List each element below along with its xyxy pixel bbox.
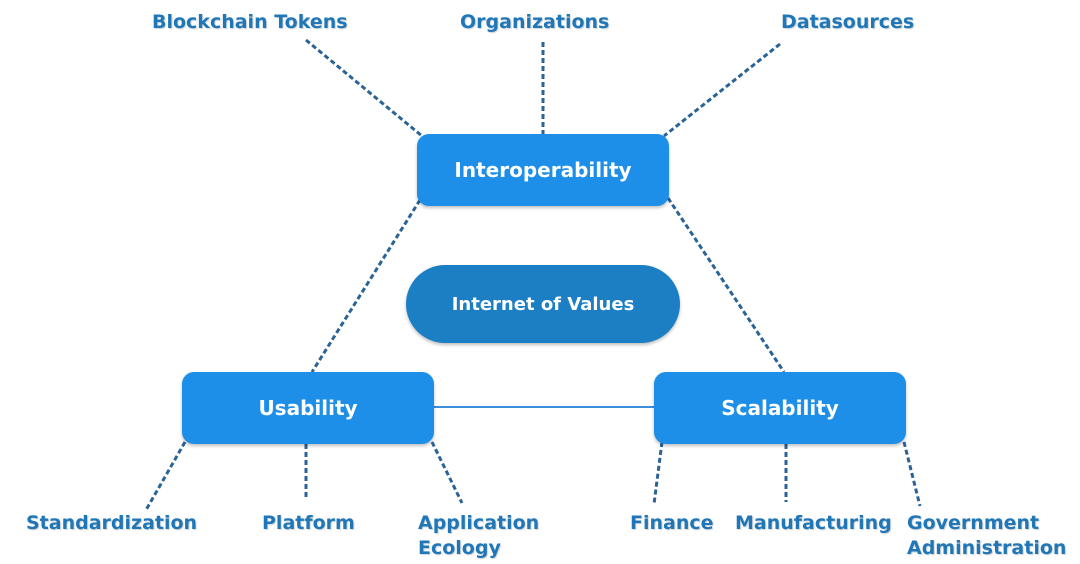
line-scalability-government (902, 441, 922, 507)
hub-usability-label: Usability (258, 396, 358, 420)
leaf-government-line2: Administration (907, 537, 1067, 559)
leaf-blockchain-tokens: Blockchain Tokens (152, 11, 348, 33)
leaf-platform: Platform (262, 512, 355, 534)
line-interop-usability (310, 199, 422, 373)
leaf-government-administration: Government Administration (907, 511, 1066, 561)
leaf-application-ecology-line2: Ecology (418, 537, 501, 559)
leaf-application-ecology-line1: Application (418, 512, 540, 534)
hub-interoperability-label: Interoperability (454, 158, 632, 182)
leaf-manufacturing: Manufacturing (735, 512, 892, 534)
line-usability-application (430, 441, 464, 504)
hub-scalability-label: Scalability (721, 396, 839, 420)
leaf-application-ecology: Application Ecology (418, 511, 539, 561)
line-interop-scalability (666, 197, 786, 373)
line-interop-datasources (663, 42, 781, 138)
line-scalability-finance (652, 441, 664, 505)
center-label: Internet of Values (451, 293, 635, 315)
center-internet-of-values[interactable]: Internet of Values (406, 265, 680, 343)
hub-scalability[interactable]: Scalability (654, 372, 906, 444)
hub-usability[interactable]: Usability (182, 372, 434, 444)
hub-interoperability[interactable]: Interoperability (417, 134, 669, 206)
line-interop-blockchain (305, 38, 423, 138)
leaf-datasources: Datasources (781, 11, 915, 33)
line-usability-standardization (144, 441, 187, 511)
leaf-finance: Finance (630, 512, 714, 534)
leaf-standardization: Standardization (26, 512, 198, 534)
leaf-government-line1: Government (907, 512, 1040, 534)
leaf-organizations: Organizations (460, 11, 610, 33)
